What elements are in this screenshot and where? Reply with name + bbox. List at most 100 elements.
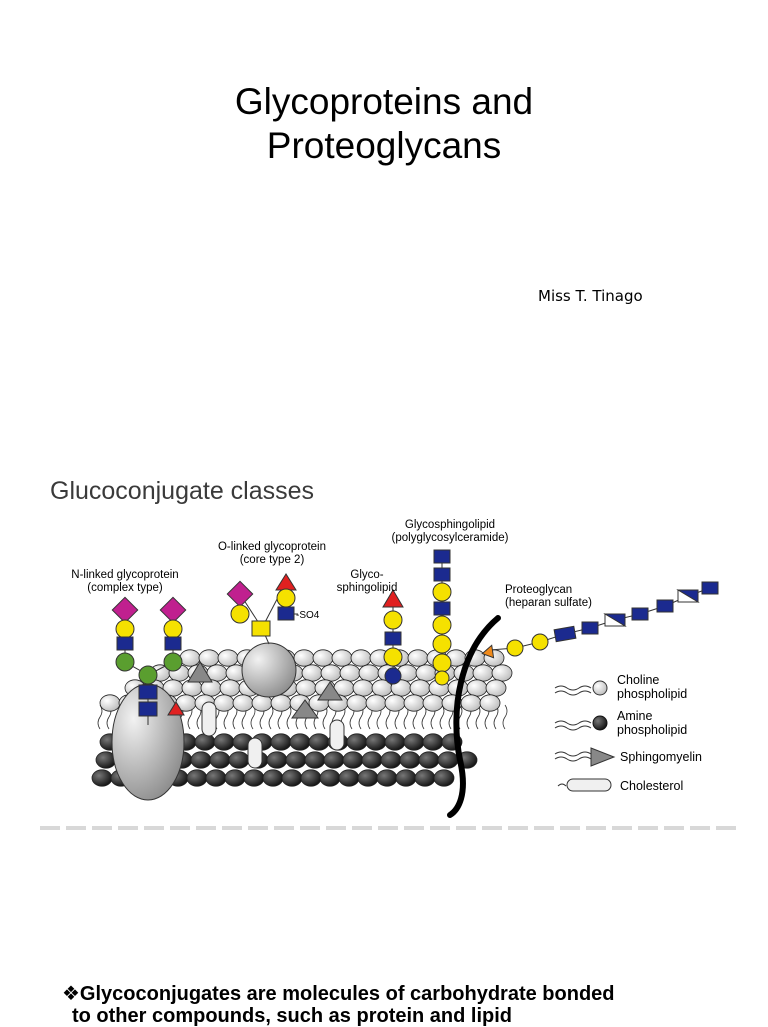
upper-head — [422, 694, 444, 712]
title-line-2: Proteoglycans — [266, 125, 502, 166]
lower-head — [270, 733, 292, 751]
upper-head — [99, 694, 121, 712]
lower-head — [190, 751, 212, 769]
legend-amine-2: phospholipid — [617, 723, 687, 737]
upper-head — [409, 679, 431, 697]
label-pg-1: Proteoglycan — [505, 584, 572, 596]
legend: Choline phospholipid Amine phospholipid … — [554, 673, 702, 793]
legend-choline-1: Choline — [617, 673, 659, 687]
author-name: Miss T. Tinago — [538, 287, 643, 305]
upper-head — [352, 679, 374, 697]
lower-head — [323, 751, 345, 769]
upper-head — [350, 649, 372, 667]
upper-head — [295, 679, 317, 697]
title-line-1: Glycoproteins and — [234, 81, 534, 122]
lower-head — [308, 733, 330, 751]
upper-head — [466, 679, 488, 697]
upper-head — [491, 664, 513, 682]
legend-cholesterol: Cholesterol — [620, 779, 683, 793]
upper-head — [270, 694, 292, 712]
lower-head — [243, 769, 265, 787]
lower-head — [433, 769, 455, 787]
lower-head — [403, 733, 425, 751]
cholesterol-3 — [329, 719, 345, 751]
upper-head — [485, 679, 507, 697]
upper-head — [415, 664, 437, 682]
label-gsl-2: (polyglycosylceramide) — [392, 532, 509, 544]
n-linked-glycan — [111, 596, 187, 717]
upper-head — [384, 694, 406, 712]
legend-amine-icon — [592, 715, 608, 731]
o-linked-protein — [241, 642, 297, 698]
lower-head — [399, 751, 421, 769]
lower-head — [91, 769, 113, 787]
legend-cholesterol-icon — [566, 778, 612, 792]
upper-head — [403, 694, 425, 712]
lower-head — [384, 733, 406, 751]
lower-head — [422, 733, 444, 751]
so4-label: -SO4 — [296, 610, 320, 621]
upper-head — [217, 649, 239, 667]
lower-head — [380, 751, 402, 769]
glycosphingolipid-short-chain — [382, 589, 404, 685]
upper-head — [198, 649, 220, 667]
lower-head — [266, 751, 288, 769]
upper-head — [346, 694, 368, 712]
lower-head — [209, 751, 231, 769]
label-n-linked-1: N-linked glycoprotein — [71, 569, 178, 581]
sphingomyelin-head-3 — [291, 699, 319, 719]
lipid-tail — [475, 704, 481, 730]
legend-choline-2: phospholipid — [617, 687, 687, 701]
glycoconjugate-membrane-diagram: -SO4 N-linked gl — [40, 519, 740, 830]
label-pg-2: (heparan sulfate) — [505, 597, 592, 609]
lower-head — [262, 769, 284, 787]
upper-head — [301, 664, 323, 682]
legend-sphingomyelin: Sphingomyelin — [620, 750, 702, 764]
upper-head — [358, 664, 380, 682]
upper-head — [472, 664, 494, 682]
lower-head — [205, 769, 227, 787]
lower-head — [365, 733, 387, 751]
label-n-linked-2: (complex type) — [87, 582, 163, 594]
lower-head — [395, 769, 417, 787]
lipid-tail — [502, 704, 508, 730]
upper-head — [213, 694, 235, 712]
lower-head — [414, 769, 436, 787]
lower-head — [213, 733, 235, 751]
label-gsl-1: Glycosphingolipid — [405, 519, 495, 531]
upper-head — [312, 649, 334, 667]
lower-head — [304, 751, 326, 769]
upper-head — [407, 649, 429, 667]
lower-head — [346, 733, 368, 751]
label-glyco-1: Glyco- — [350, 569, 383, 581]
glycosphingolipid-long-chain — [432, 549, 452, 686]
upper-head — [331, 649, 353, 667]
slide-title: Glycoproteins and Proteoglycans — [0, 80, 768, 168]
bullet-line-2: to other compounds, such as protein and … — [72, 1005, 513, 1027]
label-glyco-2: sphingolipid — [337, 582, 398, 594]
sphingomyelin-head-1 — [187, 661, 213, 683]
upper-head — [293, 649, 315, 667]
lipid-tail — [439, 704, 445, 730]
lower-head — [289, 733, 311, 751]
sphingomyelin-head-2 — [317, 681, 343, 701]
label-o-linked-2: (core type 2) — [240, 554, 305, 566]
upper-head — [179, 649, 201, 667]
lower-head — [342, 751, 364, 769]
upper-head — [479, 694, 501, 712]
upper-head — [339, 664, 361, 682]
lower-head — [186, 769, 208, 787]
lower-head — [361, 751, 383, 769]
label-o-linked-1: O-linked glycoprotein — [218, 541, 326, 553]
lower-head — [437, 751, 459, 769]
lipid-tail — [286, 704, 292, 730]
lower-head — [376, 769, 398, 787]
upper-head — [365, 694, 387, 712]
lipid-tail — [268, 704, 274, 730]
proteoglycan-chain — [481, 581, 719, 659]
lower-head — [319, 769, 341, 787]
legend-amine-1: Amine — [617, 709, 652, 723]
lower-head — [285, 751, 307, 769]
upper-head — [232, 694, 254, 712]
cholesterol-2 — [247, 737, 263, 769]
